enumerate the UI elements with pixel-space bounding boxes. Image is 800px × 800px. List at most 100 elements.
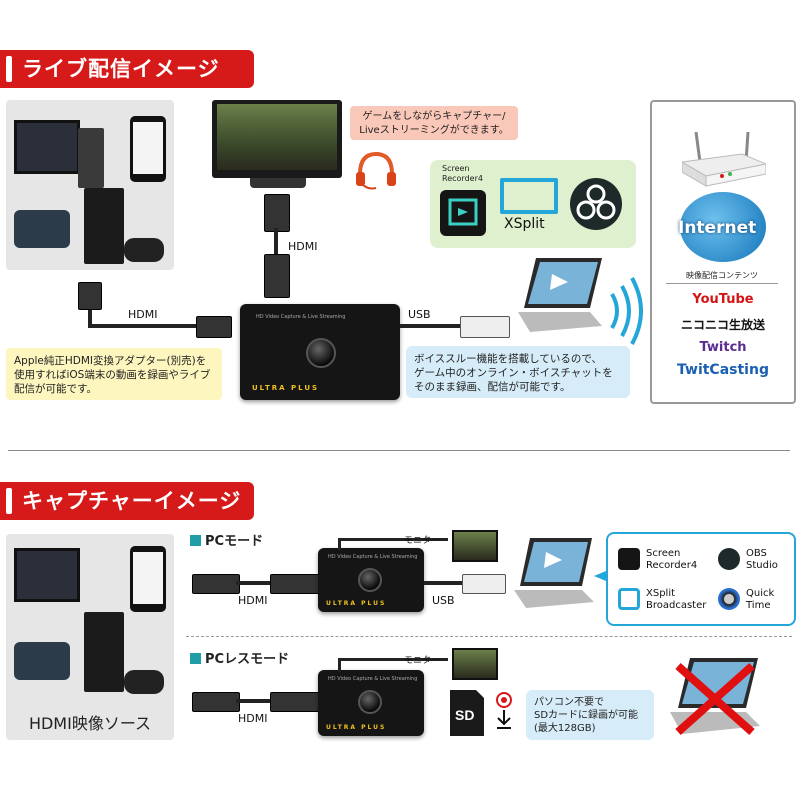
laptop-image — [516, 256, 606, 336]
router-image — [680, 131, 768, 188]
voice-note-line: ゲーム中のオンライン・ボイスチャットを — [414, 367, 613, 379]
hdmi-cable-left-horizontal — [90, 324, 200, 328]
sd-note-line: パソコン不要で — [534, 697, 604, 708]
obs-icon — [570, 178, 622, 230]
hdmi-cable-pc — [236, 581, 272, 585]
service-niconico: ニコニコ生放送 — [680, 318, 765, 332]
usb-plug-pc — [462, 574, 506, 594]
game-console-image — [84, 188, 124, 264]
usb-label: USB — [408, 308, 431, 321]
camcorder-image — [14, 210, 70, 248]
sw-line: Recorder4 — [646, 560, 698, 571]
hdmi-cable-top — [274, 228, 278, 258]
voice-note-line: そのまま録画、配信が可能です。 — [414, 381, 571, 393]
sd-note-line: SDカードに録画が可能 — [534, 710, 639, 721]
usb-cable — [400, 324, 464, 328]
voice-note-line: ボイススルー機能を搭載しているので、 — [414, 353, 602, 365]
service-twitch: Twitch — [699, 340, 747, 355]
capture-device-pcless: HD Video Capture & Live Streaming ULTRA … — [318, 670, 424, 736]
hdmi-plug-top — [264, 194, 290, 232]
sd-note-line: (最大128GB) — [534, 723, 596, 734]
capture-device-pc: HD Video Capture & Live Streaming ULTRA … — [318, 548, 424, 612]
xsplit-icon — [500, 178, 558, 214]
hdmi-label-pc: HDMI — [238, 594, 268, 607]
game-capture-note: ゲームをしながらキャプチャー/ Liveストリーミングができます。 — [350, 106, 518, 140]
hdmi-source-panel: HDMI映像ソース — [6, 534, 174, 740]
game-note-line: ゲームをしながらキャプチャー/ — [362, 111, 506, 122]
sr-label-line: Recorder4 — [442, 174, 483, 183]
capture-device-live: HD Video Capture & Live Streaming ULTRA … — [240, 304, 400, 400]
internet-label: Internet — [678, 218, 757, 238]
smartphone-image — [130, 116, 166, 182]
sw-line: Quick — [746, 588, 775, 599]
pc-monitor-image — [14, 120, 80, 174]
screen-recorder-icon — [440, 190, 486, 236]
capture-banner: キャプチャーイメージ — [0, 482, 254, 520]
hdmi-label-top: HDMI — [288, 240, 318, 253]
quicktime-icon — [718, 588, 740, 610]
hdmi-plug-left-top — [78, 282, 102, 310]
record-icon — [494, 692, 514, 732]
screen-recorder-label: Screen Recorder4 — [442, 164, 483, 184]
controller-image — [124, 670, 164, 694]
camcorder-image — [14, 642, 70, 680]
device-brand: ULTRA PLUS — [326, 724, 387, 731]
sw-line: Time — [746, 600, 771, 611]
device-subtitle: HD Video Capture & Live Streaming — [328, 554, 418, 560]
monitor-cable-pcless-h — [338, 658, 448, 661]
globe-icon — [680, 192, 766, 262]
sw-line: Studio — [746, 560, 778, 571]
wireless-signal-icon — [606, 276, 646, 346]
monitor-thumb-pc — [452, 530, 498, 562]
hdmi-label-pcless: HDMI — [238, 712, 268, 725]
apple-note-line: 使用すればiOS端末の動画を録画やライブ — [14, 369, 211, 381]
connector-arrow — [594, 566, 606, 581]
usb-cable-pc — [424, 581, 464, 585]
service-twitcasting: TwitCasting — [677, 362, 769, 378]
hdmi-source-label: HDMI映像ソース — [28, 714, 152, 733]
pc-tower-image — [78, 128, 104, 188]
internet-services-box: Internet 映像配信コンテンツ YouTube ニコニコ生放送 Twitc… — [650, 100, 796, 404]
hdmi-label-left: HDMI — [128, 308, 158, 321]
service-youtube: YouTube — [692, 292, 754, 307]
screen-recorder-icon — [618, 548, 640, 570]
device-control-knob — [358, 690, 382, 714]
software-panel: Screen Recorder4 XSplit — [430, 160, 636, 248]
device-subtitle: HD Video Capture & Live Streaming — [328, 676, 418, 682]
game-monitor-image — [212, 100, 342, 178]
controller-image — [124, 238, 164, 262]
source-devices-panel — [6, 100, 174, 270]
laptop-crossed-image — [666, 656, 762, 740]
obs-icon — [718, 548, 740, 570]
device-brand: ULTRA PLUS — [326, 600, 387, 607]
apple-note-line: 配信が可能です。 — [14, 383, 97, 395]
laptop-image-pc — [512, 536, 596, 612]
pc-mode-title: PCモード — [190, 530, 263, 549]
xsplit-icon — [618, 588, 640, 610]
monitor-cable-pcless — [338, 658, 341, 672]
sd-card-icon: SD — [446, 690, 486, 738]
smartphone-image — [130, 546, 166, 612]
hdmi-plug-pcless-left — [192, 692, 240, 712]
device-subtitle: HD Video Capture & Live Streaming — [256, 314, 346, 320]
apple-adapter-note: Apple純正HDMI変換アダプター(別売)を 使用すればiOS端末の動画を録画… — [6, 348, 222, 400]
monitor-label-pc: モニター — [404, 536, 441, 546]
monitor-cable-pc — [338, 538, 341, 550]
game-note-line: Liveストリーミングができます。 — [359, 125, 509, 136]
hdmi-plug-pc-left — [192, 574, 240, 594]
sr-label-line: Screen — [442, 164, 470, 173]
apple-note-line: Apple純正HDMI変換アダプター(別売)を — [14, 355, 207, 367]
voice-through-note: ボイススルー機能を搭載しているので、 ゲーム中のオンライン・ボイスチャットを そ… — [406, 346, 630, 398]
sw-line: OBS — [746, 548, 767, 559]
hdmi-cable-pcless — [236, 699, 272, 703]
monitor-thumb-pcless — [452, 648, 498, 680]
mode-divider — [186, 636, 792, 637]
device-control-knob — [358, 568, 382, 592]
sw-line: Broadcaster — [646, 600, 707, 611]
hdmi-plug-pc-right — [270, 574, 320, 594]
